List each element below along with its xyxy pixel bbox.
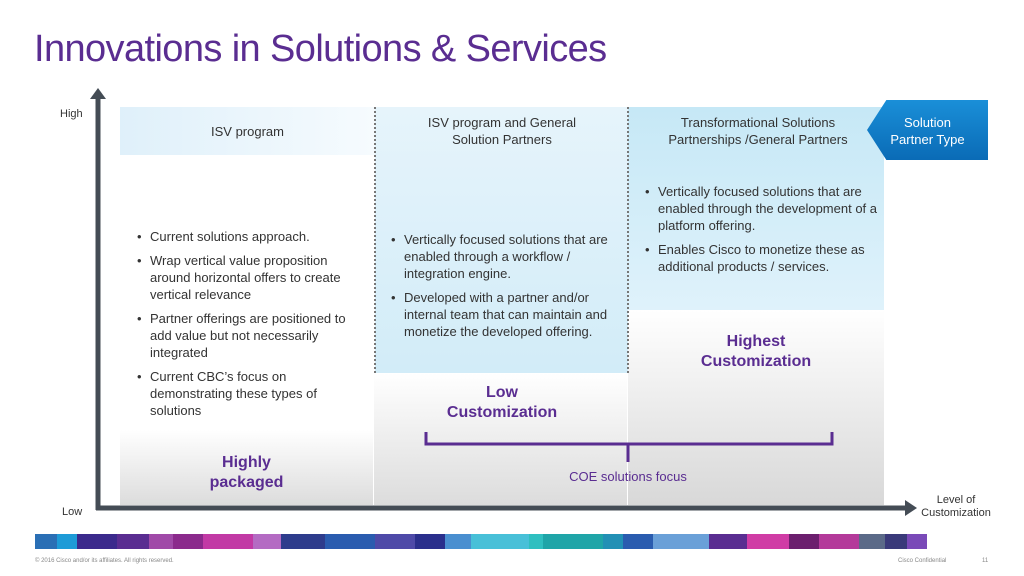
stripe-segment [859, 534, 885, 549]
y-axis-arrowhead [90, 88, 106, 99]
confidential-label: Cisco Confidential [898, 558, 947, 564]
list-item: Partner offerings are positioned to add … [130, 310, 370, 361]
column-header-general-line2: Solution Partners [452, 132, 552, 147]
low-customization-panel [374, 373, 627, 505]
coe-bracket [424, 432, 834, 446]
isv-header-band [120, 107, 375, 155]
stripe-segment [907, 534, 927, 549]
stripe-segment [173, 534, 203, 549]
solution-partner-type-badge [867, 100, 988, 160]
stripe-segment [281, 534, 325, 549]
brand-color-stripe [35, 534, 985, 549]
stripe-segment [117, 534, 149, 549]
low-customization-line1: Low [486, 384, 518, 401]
general-bullet-list: Vertically focused solutions that are en… [384, 231, 620, 347]
column-header-transformational: Transformational Solutions Partnerships … [628, 114, 888, 148]
column-header-transformational-line1: Transformational Solutions [680, 115, 836, 130]
stripe-segment [789, 534, 819, 549]
transformational-bullet-list: Vertically focused solutions that are en… [638, 183, 878, 282]
stripe-segment [471, 534, 529, 549]
low-customization-line2: Customization [446, 404, 558, 421]
x-axis-label-line1: Level of [936, 494, 976, 506]
stripe-segment [35, 534, 57, 549]
stripe-segment [77, 534, 117, 549]
stripe-segment [529, 534, 543, 549]
column-header-isv: ISV program [211, 124, 284, 139]
stripe-segment [325, 534, 375, 549]
list-item: Vertically focused solutions that are en… [638, 183, 878, 234]
x-axis-arrowhead [905, 500, 917, 516]
stripe-segment [543, 534, 603, 549]
list-item: Vertically focused solutions that are en… [384, 231, 620, 282]
page-title: Innovations in Solutions & Services [34, 28, 607, 70]
stripe-segment [57, 534, 77, 549]
column-divider-2 [627, 107, 629, 373]
stripe-segment [819, 534, 859, 549]
stripe-segment [709, 534, 747, 549]
list-item: Wrap vertical value proposition around h… [130, 252, 370, 303]
column-header-general: ISV program and General Solution Partner… [376, 114, 628, 148]
highest-customization-line1: Highest [726, 333, 786, 350]
column-header-transformational-line2: Partnerships /General Partners [668, 132, 848, 147]
x-axis-label-line2: Customization [921, 507, 991, 519]
stripe-segment [747, 534, 789, 549]
list-item: Current CBC’s focus on demonstrating the… [130, 368, 370, 419]
y-axis-low-label: Low [62, 506, 83, 518]
page-number: 11 [982, 558, 989, 564]
highly-packaged-label: Highly packaged [120, 453, 373, 493]
stripe-segment [375, 534, 415, 549]
stripe-segment [445, 534, 471, 549]
y-axis-high-label: High [60, 108, 83, 120]
badge-label-line1: Solution [904, 115, 951, 130]
highly-packaged-line2: packaged [209, 474, 284, 491]
column-header-general-line1: ISV program and General [427, 115, 577, 130]
stripe-segment [653, 534, 709, 549]
highest-customization-label: Highest Customization [628, 332, 884, 372]
column-divider-1 [374, 107, 376, 373]
isv-bullet-list: Current solutions approach. Wrap vertica… [130, 228, 370, 426]
stripe-segment [415, 534, 445, 549]
x-axis-label: Level of Customization [916, 494, 996, 520]
stripe-segment [623, 534, 653, 549]
stripe-segment [603, 534, 623, 549]
list-item: Current solutions approach. [130, 228, 370, 245]
list-item: Enables Cisco to monetize these as addit… [638, 241, 878, 275]
stripe-segment [253, 534, 281, 549]
highest-customization-panel [628, 310, 884, 505]
list-item: Developed with a partner and/or internal… [384, 289, 620, 340]
stripe-segment [149, 534, 173, 549]
stripe-segment [203, 534, 253, 549]
badge-label: Solution Partner Type [885, 114, 970, 148]
badge-label-line2: Partner Type [890, 132, 965, 147]
copyright-text: © 2016 Cisco and/or its affiliates. All … [35, 558, 174, 564]
highly-packaged-line1: Highly [222, 454, 271, 471]
stripe-segment [885, 534, 907, 549]
low-customization-label: Low Customization [376, 383, 628, 423]
coe-solutions-focus-label: COE solutions focus [569, 469, 687, 484]
highly-packaged-panel [120, 430, 373, 505]
highest-customization-line2: Customization [700, 353, 812, 370]
